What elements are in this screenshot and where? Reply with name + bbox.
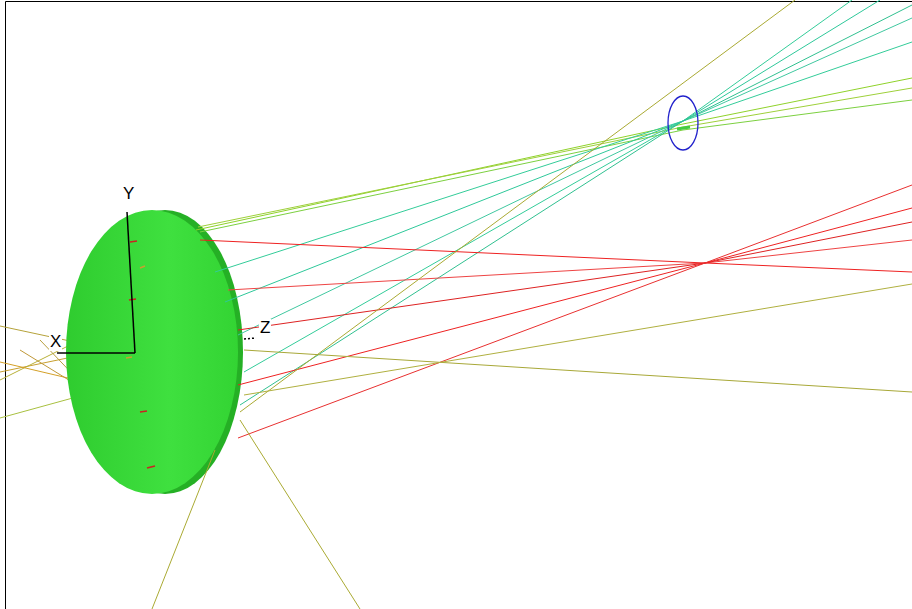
ray (244, 350, 912, 392)
axis-label: Z (259, 319, 271, 337)
ray (215, 0, 852, 272)
axis-label: Y (122, 185, 135, 203)
ray (240, 420, 360, 609)
ray (240, 5, 912, 405)
ray-mark (130, 241, 137, 242)
ray (200, 240, 912, 272)
focus-spot (677, 127, 690, 129)
x-axis (57, 352, 135, 354)
ray (152, 450, 215, 609)
ray (196, 78, 912, 230)
axes (57, 212, 256, 353)
ray-mark (140, 411, 147, 412)
ray-mark (147, 466, 155, 468)
ray (238, 18, 912, 335)
y-axis (127, 212, 135, 353)
ray (238, 222, 912, 330)
outgoing-rays (152, 0, 912, 609)
ray-mark (140, 266, 145, 268)
lens-face (66, 210, 238, 494)
axis-label: X (49, 333, 62, 351)
focus-marker (668, 96, 698, 150)
view-frame (6, 2, 912, 609)
z-axis (244, 338, 256, 339)
ray (240, 0, 795, 412)
ray (244, 284, 912, 395)
ray-mark (126, 357, 132, 358)
ray (225, 0, 880, 302)
ray (238, 208, 912, 385)
ray (244, 42, 912, 372)
ray (238, 185, 912, 438)
ray (200, 100, 912, 232)
